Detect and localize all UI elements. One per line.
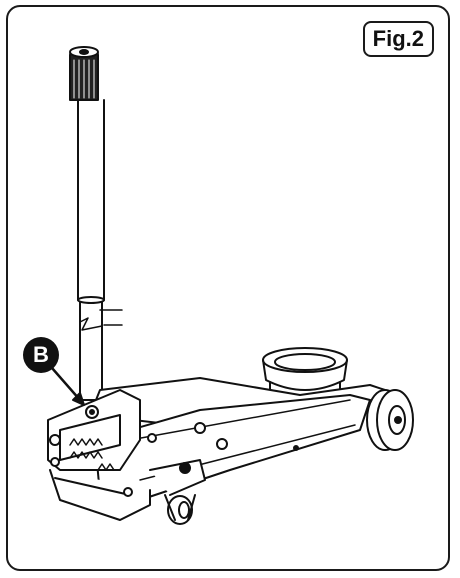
figure-label: Fig.2: [362, 21, 434, 57]
callout-b-marker: B: [23, 337, 59, 373]
